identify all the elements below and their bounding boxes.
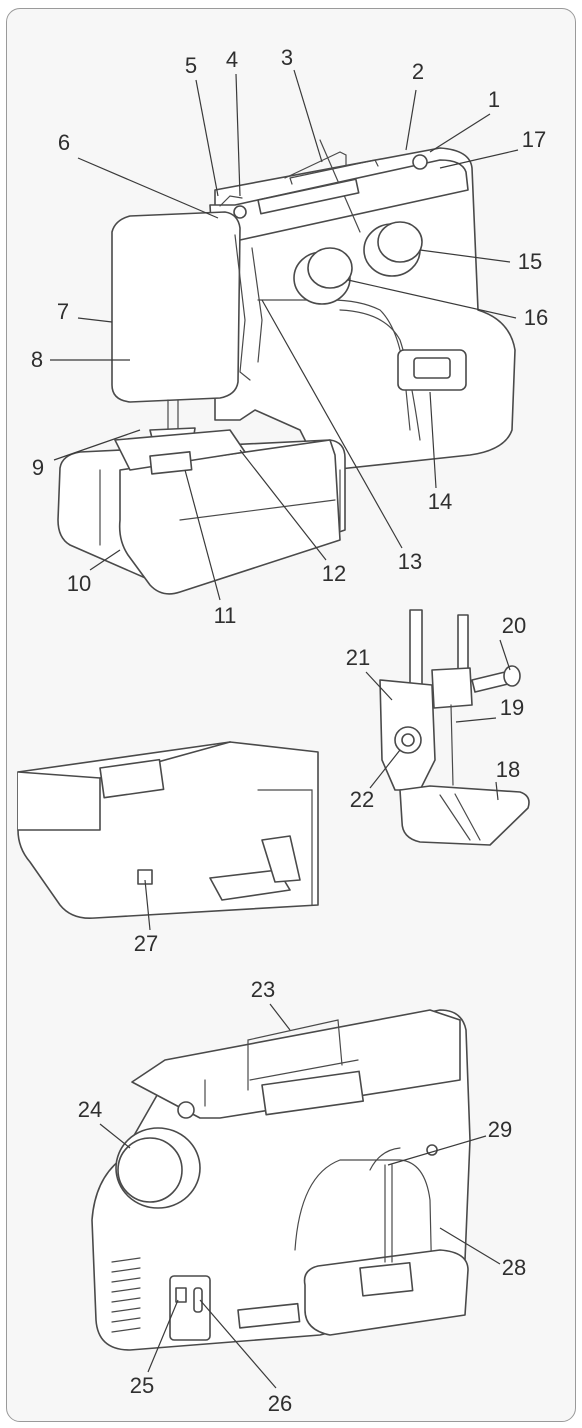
callout-12: 12: [321, 561, 347, 586]
callout-4: 4: [225, 47, 239, 72]
callout-24: 24: [77, 1097, 103, 1122]
rear-view-machine: [91, 1009, 471, 1351]
face-plate: [111, 211, 241, 403]
presser-foot-detail: [379, 609, 530, 846]
callout-26: 26: [267, 1391, 293, 1416]
rear-throat: [294, 1159, 433, 1291]
table-leg: [209, 869, 291, 901]
needle-plate: [114, 429, 246, 471]
top-cover: [209, 159, 469, 241]
callout-20: 20: [501, 613, 527, 638]
callout-27: 27: [133, 931, 159, 956]
extension-table: [17, 741, 319, 920]
leader-lines: [50, 69, 519, 1389]
callout-25: 25: [129, 1373, 155, 1398]
callout-7: 7: [56, 299, 70, 324]
rear-top: [131, 1009, 461, 1119]
callout-10: 10: [66, 571, 92, 596]
spool-pin: [284, 151, 347, 179]
callout-2: 2: [411, 59, 425, 84]
callout-16: 16: [523, 305, 549, 330]
callout-29: 29: [487, 1117, 513, 1142]
callout-5: 5: [184, 53, 198, 78]
callout-11: 11: [213, 603, 237, 628]
callout-17: 17: [521, 127, 547, 152]
front-view-machine: [57, 139, 516, 595]
callout-28: 28: [501, 1255, 527, 1280]
callout-3: 3: [280, 45, 294, 70]
presser-foot: [399, 785, 530, 846]
callout-19: 19: [499, 695, 525, 720]
callout-15: 15: [517, 249, 543, 274]
callout-23: 23: [250, 977, 276, 1002]
callout-14: 14: [427, 489, 453, 514]
vent-grille: [111, 1257, 141, 1333]
callout-22: 22: [349, 787, 375, 812]
handle-plate: [257, 178, 360, 215]
power-switch-panel: [169, 1275, 211, 1341]
needle-clamp-screw: [471, 671, 509, 693]
rear-handle: [247, 1019, 343, 1091]
callout-13: 13: [397, 549, 423, 574]
throat-curve: [257, 299, 411, 431]
bobbin-cover: [149, 451, 193, 475]
callout-6: 6: [57, 130, 71, 155]
callout-1: 1: [487, 87, 501, 112]
extension-table-front: [118, 439, 341, 595]
needle: [450, 704, 454, 786]
needle-clamp: [431, 667, 473, 709]
callout-18: 18: [495, 757, 521, 782]
callout-8: 8: [30, 347, 44, 372]
rear-handle-plate: [261, 1070, 365, 1116]
callout-21: 21: [345, 645, 371, 670]
callout-9: 9: [31, 455, 45, 480]
